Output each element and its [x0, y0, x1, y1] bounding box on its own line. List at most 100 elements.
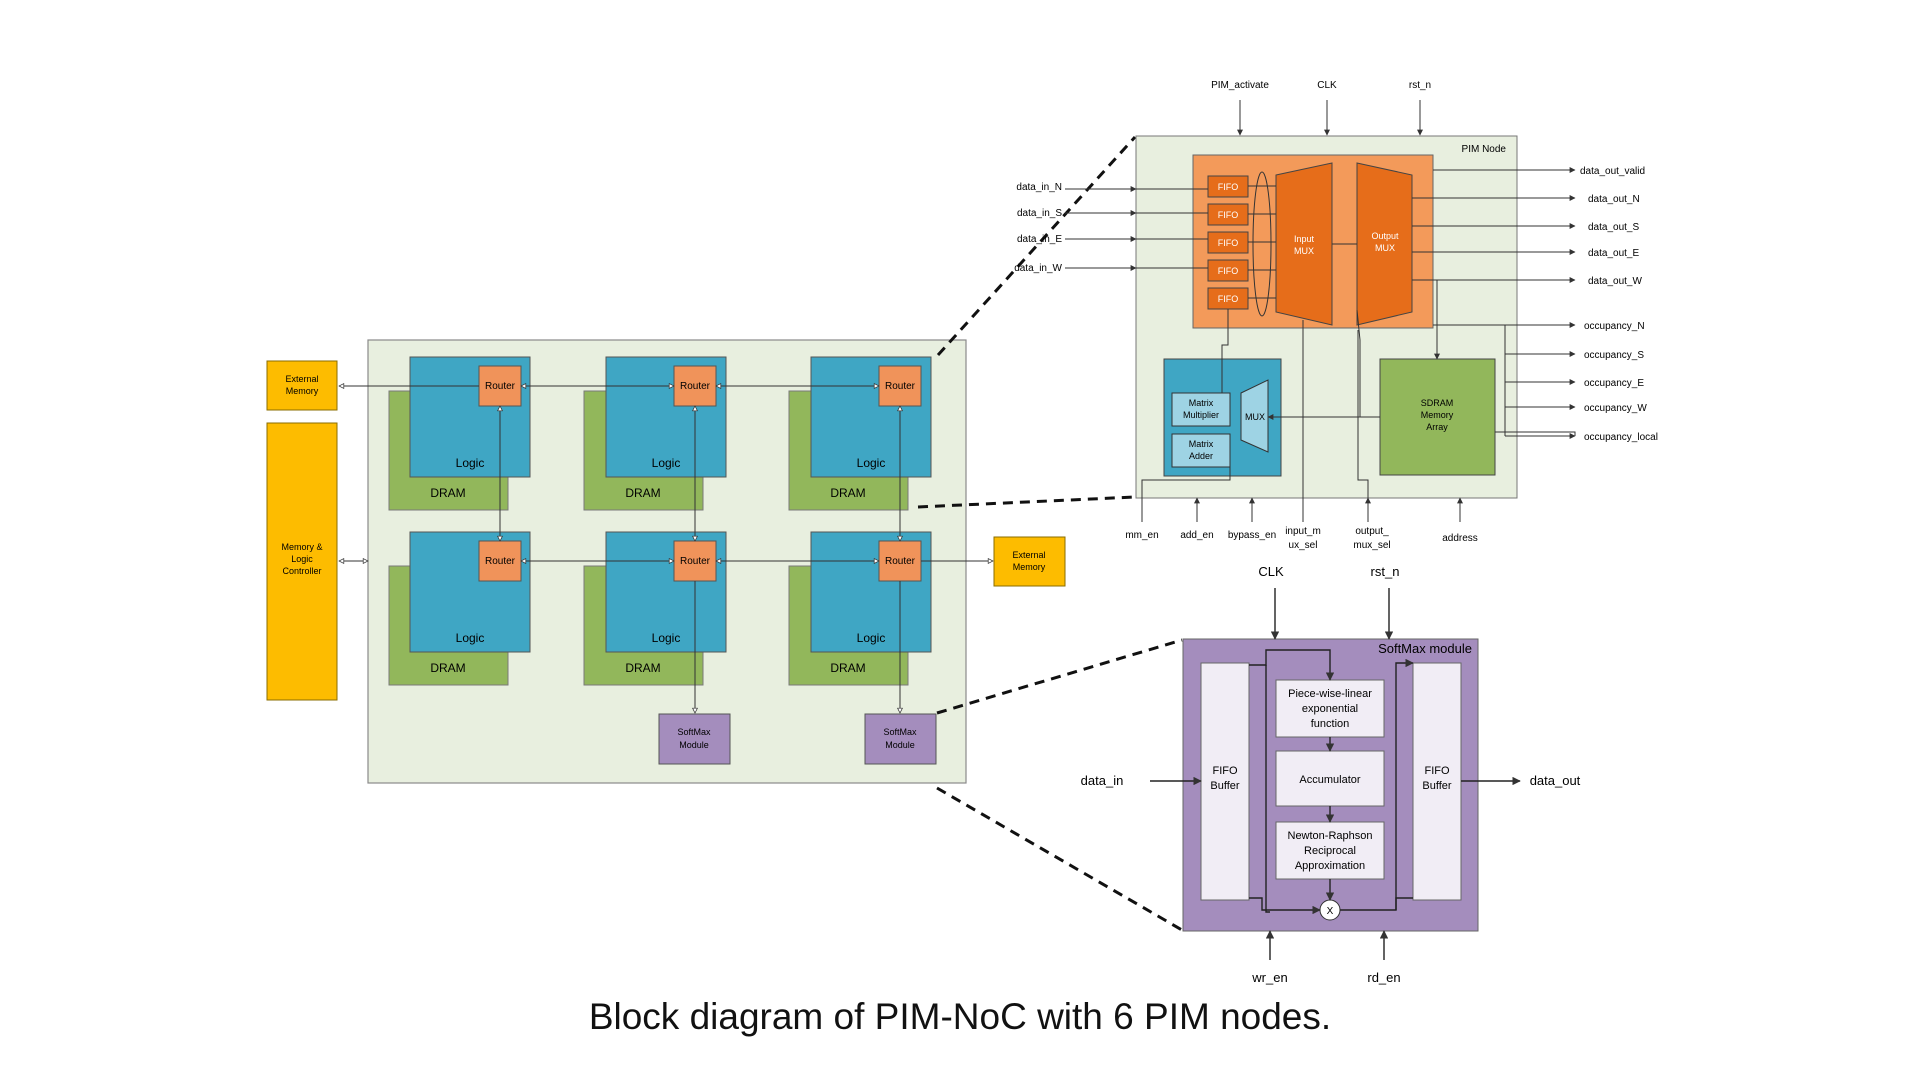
- softmax-label: Module: [679, 740, 709, 750]
- logic-label: Logic: [857, 456, 886, 470]
- signal-output-mux-sel: mux_sel: [1353, 540, 1390, 551]
- signal-address: address: [1442, 533, 1478, 544]
- signal-data-out-s: data_out_S: [1588, 222, 1639, 233]
- router-label: Router: [485, 381, 516, 392]
- newton-label: Newton-Raphson: [1288, 830, 1373, 842]
- signal-mm-en: mm_en: [1125, 530, 1158, 541]
- external-memory-label: External: [1012, 550, 1045, 560]
- fifo-stack: FIFO FIFO FIFO FIFO FIFO: [1207, 175, 1249, 310]
- pwl-label: Piece-wise-linear: [1288, 688, 1372, 700]
- pim-node-3: DRAM Logic Router: [788, 356, 932, 511]
- signal-data-out-w: data_out_W: [1588, 276, 1642, 287]
- sdram-label: Memory: [1421, 410, 1454, 420]
- signal-clk: CLK: [1258, 564, 1284, 579]
- input-mux-label: MUX: [1294, 246, 1314, 256]
- pim-node-5: DRAM Logic Router: [583, 531, 727, 686]
- signal-data-in-s: data_in_S: [1017, 208, 1062, 219]
- signal-rst-n: rst_n: [1409, 80, 1431, 91]
- signal-pim-activate: PIM_activate: [1211, 80, 1269, 91]
- softmax-label: Module: [885, 740, 915, 750]
- dram-label: DRAM: [430, 661, 465, 675]
- signal-input-mux-sel: input_m: [1285, 526, 1321, 537]
- pwl-exponential: [1275, 679, 1385, 738]
- output-mux-label: Output: [1371, 231, 1399, 241]
- sdram-label: SDRAM: [1421, 398, 1454, 408]
- external-memory-right: External Memory: [993, 536, 1066, 587]
- signal-data-in-n: data_in_N: [1016, 182, 1062, 193]
- signal-data-in: data_in: [1081, 773, 1124, 788]
- accumulator-label: Accumulator: [1299, 774, 1360, 786]
- softmax-label: SoftMax: [677, 727, 711, 737]
- pim-top-signals: [1237, 100, 1423, 136]
- router-links: [339, 386, 993, 713]
- controller-label: Logic: [291, 554, 313, 564]
- signal-occupancy-s: occupancy_S: [1584, 350, 1644, 361]
- signal-bypass-en: bypass_en: [1228, 530, 1276, 541]
- signal-occupancy-local: occupancy_local: [1584, 432, 1658, 443]
- dram-label: DRAM: [625, 661, 660, 675]
- router: [478, 365, 522, 407]
- fifo-label: FIFO: [1218, 266, 1239, 276]
- router-label: Router: [885, 556, 916, 567]
- signal-occupancy-n: occupancy_N: [1584, 321, 1645, 332]
- fifo-buffer-label: Buffer: [1422, 780, 1451, 792]
- router-label: Router: [885, 381, 916, 392]
- output-mux: [1356, 162, 1413, 326]
- router-label: Router: [485, 556, 516, 567]
- logic-label: Logic: [857, 631, 886, 645]
- output-mux-label: MUX: [1375, 243, 1395, 253]
- router-label: Router: [680, 381, 711, 392]
- fifo-buffer-label: FIFO: [1212, 765, 1237, 777]
- fifo-label: FIFO: [1218, 210, 1239, 220]
- figure-caption: Block diagram of PIM-NoC with 6 PIM node…: [588, 996, 1332, 1037]
- signal-data-out-n: data_out_N: [1588, 194, 1640, 205]
- signal-data-in-e: data_in_E: [1017, 234, 1062, 245]
- fifo-label: FIFO: [1218, 294, 1239, 304]
- signal-clk: CLK: [1317, 80, 1337, 91]
- external-memory-label: External: [285, 374, 318, 384]
- compute-mux: [1240, 379, 1269, 453]
- fifo-buffer-in: [1200, 662, 1250, 901]
- logic-label: Logic: [652, 456, 681, 470]
- external-memory-left: External Memory: [266, 360, 338, 411]
- logic-label: Logic: [456, 456, 485, 470]
- pwl-label: function: [1311, 718, 1350, 730]
- external-memory-label: Memory: [286, 386, 319, 396]
- pim-input-wires: [1065, 186, 1208, 271]
- controller-label: Controller: [282, 566, 321, 576]
- softmax-detail: SoftMax module FIFO Buffer FIFO Buffer P…: [1081, 564, 1581, 985]
- external-memory-label: Memory: [1013, 562, 1046, 572]
- signal-rst-n: rst_n: [1371, 564, 1400, 579]
- pim-output-wires: [1412, 167, 1576, 439]
- signal-wr-en: wr_en: [1251, 970, 1287, 985]
- newton-label: Reciprocal: [1304, 845, 1356, 857]
- fifo-label: FIFO: [1218, 182, 1239, 192]
- pim-bottom-wires: [1141, 320, 1463, 522]
- signal-output-mux-sel: output_: [1355, 526, 1389, 537]
- input-mux: [1275, 162, 1333, 326]
- softmax-label: SoftMax: [883, 727, 917, 737]
- signal-add-en: add_en: [1180, 530, 1213, 541]
- matrix-multiplier-label: Multiplier: [1183, 410, 1219, 420]
- accumulator: [1275, 750, 1385, 807]
- logic-label: Logic: [652, 631, 681, 645]
- matrix-adder-label: Adder: [1189, 451, 1213, 461]
- signal-occupancy-e: occupancy_E: [1584, 378, 1644, 389]
- sdram-label: Array: [1426, 422, 1448, 432]
- pim-node-detail: PIM Node FIFO FIFO FIFO FIFO FIFO Input …: [1014, 80, 1658, 551]
- signal-data-in-w: data_in_W: [1014, 263, 1062, 274]
- fifo-label: FIFO: [1218, 238, 1239, 248]
- matrix-multiplier-label: Matrix: [1189, 398, 1214, 408]
- pwl-label: exponential: [1302, 703, 1358, 715]
- input-mux-label: Input: [1294, 234, 1315, 244]
- controller-label: Memory &: [281, 542, 322, 552]
- signal-data-out-e: data_out_E: [1588, 248, 1639, 259]
- fifo-bundle: [1252, 171, 1272, 317]
- pim-node-2: DRAM Logic Router: [583, 356, 727, 511]
- router: [673, 540, 717, 582]
- pim-node-1: DRAM Logic Router: [388, 356, 531, 511]
- pim-node-6: DRAM Logic Router: [788, 531, 932, 686]
- newton-label: Approximation: [1295, 860, 1365, 872]
- matrix-adder: [1171, 433, 1231, 468]
